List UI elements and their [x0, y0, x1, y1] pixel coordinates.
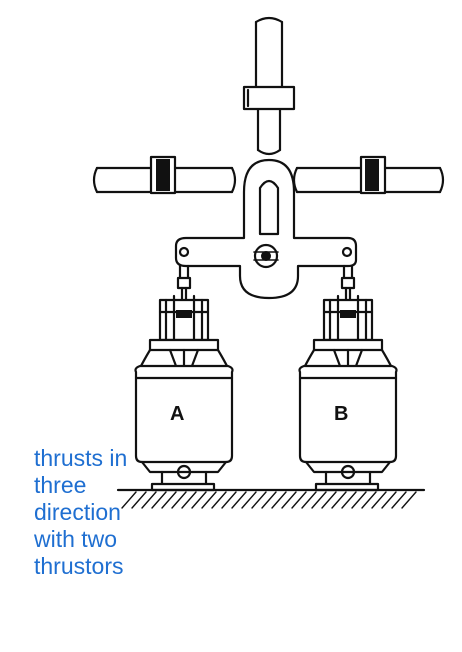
caption-line: thrustors [34, 553, 124, 579]
thrustor-b-label: B [334, 403, 348, 425]
thrustor-a-label: A [170, 403, 184, 425]
vertical-shaft [242, 16, 296, 156]
caption-text: thrusts in three direction with two thru… [34, 445, 164, 580]
thrustor-a: A [134, 264, 234, 492]
t-yoke-bracket [174, 158, 358, 300]
caption-line: three [34, 472, 87, 498]
left-horizontal-shaft [92, 155, 237, 195]
right-horizontal-shaft [292, 155, 445, 195]
caption-line: direction [34, 499, 121, 525]
ground-hatching [116, 488, 426, 509]
caption-line: thrusts in [34, 445, 128, 471]
thrustor-b: B [298, 264, 398, 492]
caption-line: with two [34, 526, 118, 552]
